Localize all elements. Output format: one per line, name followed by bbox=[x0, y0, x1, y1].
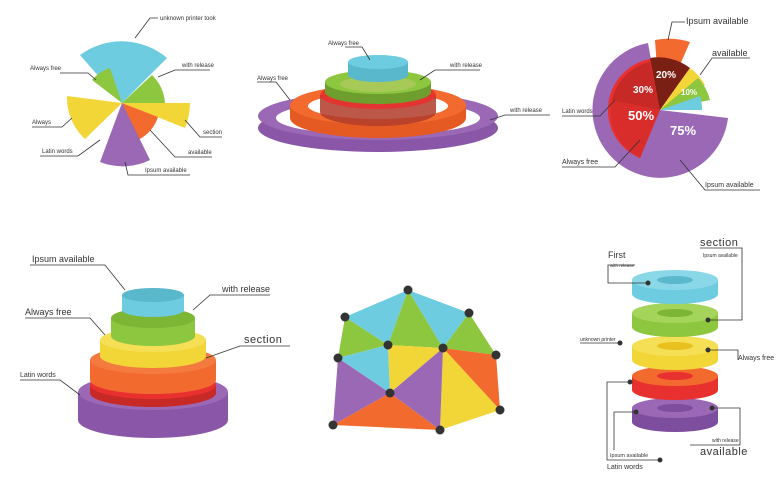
ring-stack: First with release section Ipsum availab… bbox=[580, 237, 774, 471]
cyl-label-ipsum-available: Ipsum available bbox=[32, 254, 95, 264]
pie-pct-30: 30% bbox=[633, 85, 653, 96]
rose-slice-yellow-right bbox=[122, 103, 190, 128]
stacked-cylinders: Ipsum available with release Always free… bbox=[20, 254, 290, 438]
rose-chart: unknown printer took Always free with re… bbox=[30, 16, 222, 176]
rose-slice-cyan bbox=[80, 41, 167, 103]
triangle-network bbox=[328, 285, 505, 435]
network-node bbox=[340, 312, 350, 322]
rose-label-section: section bbox=[203, 130, 222, 136]
pie-cyan bbox=[660, 96, 703, 110]
rose-label-always-free: Always free bbox=[30, 66, 62, 72]
rose-slice-green-top bbox=[92, 68, 122, 103]
pie-label-always-free: Always free bbox=[562, 159, 598, 166]
ringstack-label-latin-words: Latin words bbox=[607, 464, 643, 471]
pie-label-latin-words: Latin words bbox=[562, 109, 593, 115]
cyl-label-latin-words: Latin words bbox=[20, 372, 56, 379]
pie-pct-75: 75% bbox=[670, 123, 696, 138]
ringstack-label-available: available bbox=[700, 446, 748, 458]
cylinder-cyan bbox=[122, 288, 184, 302]
ringstack-label-unknown-printer: unknown printer bbox=[580, 337, 616, 343]
cyl-label-section: section bbox=[244, 334, 282, 346]
network-node bbox=[495, 405, 505, 415]
pie-yellow bbox=[660, 68, 705, 110]
network-node bbox=[383, 340, 393, 350]
ringstack-label-with-release-bottom: with release bbox=[712, 438, 739, 444]
rose-label-ipsum-available: Ipsum available bbox=[145, 168, 187, 174]
rings-chart: Always free Always free with release wit… bbox=[257, 41, 550, 152]
pie-pct-20: 20% bbox=[656, 70, 676, 81]
network-node bbox=[385, 388, 395, 398]
cyl-label-always-free: Always free bbox=[25, 307, 72, 317]
ringstack-label-ipsum-available-small: Ipsum available bbox=[703, 253, 738, 259]
pie-label-ipsum-available-top: Ipsum available bbox=[686, 16, 749, 26]
ringstack-label-ipsum-available-bottom: Ipsum available bbox=[610, 453, 648, 459]
network-node bbox=[491, 350, 501, 360]
network-node bbox=[403, 285, 413, 295]
pie-pct-50: 50% bbox=[628, 108, 654, 123]
rose-label-always: Always bbox=[32, 120, 51, 126]
pie-darkred-30 bbox=[612, 62, 660, 110]
rose-label-available: available bbox=[188, 150, 212, 156]
pie-dark-20 bbox=[650, 57, 690, 110]
rings-label-always-free-top: Always free bbox=[328, 41, 360, 47]
network-node bbox=[464, 308, 474, 318]
rose-label-latin-words: Latin words bbox=[42, 149, 73, 155]
rose-label-top: unknown printer took bbox=[160, 16, 217, 22]
ring-cyan-top bbox=[348, 55, 408, 69]
cyl-label-with-release: with release bbox=[221, 284, 270, 294]
ringstack-label-with-release-small: with release bbox=[610, 263, 635, 268]
rose-slice-purple bbox=[100, 103, 150, 167]
rose-slice-yellow-left bbox=[66, 96, 122, 139]
rose-slice-orange bbox=[122, 103, 158, 140]
ringstack-label-section: section bbox=[700, 237, 738, 249]
radial-pie: 20% 30% 10% 50% 75% Ipsum available avai… bbox=[562, 16, 760, 191]
rings-label-always-free: Always free bbox=[257, 76, 289, 82]
network-node bbox=[438, 343, 448, 353]
pie-label-ipsum-available-bottom: Ipsum available bbox=[705, 182, 754, 189]
pie-pct-10: 10% bbox=[681, 88, 697, 97]
network-node bbox=[435, 425, 445, 435]
rings-label-with-release-top: with release bbox=[449, 63, 483, 69]
rose-label-with-release: with release bbox=[181, 63, 215, 69]
rings-label-with-release: with release bbox=[509, 108, 543, 114]
ringstack-label-first: First bbox=[608, 250, 626, 260]
network-node bbox=[328, 420, 338, 430]
rose-slice-green bbox=[122, 75, 165, 103]
network-node bbox=[333, 353, 343, 363]
pie-label-available: available bbox=[712, 48, 748, 58]
ringstack-label-always-free: Always free bbox=[738, 355, 774, 362]
